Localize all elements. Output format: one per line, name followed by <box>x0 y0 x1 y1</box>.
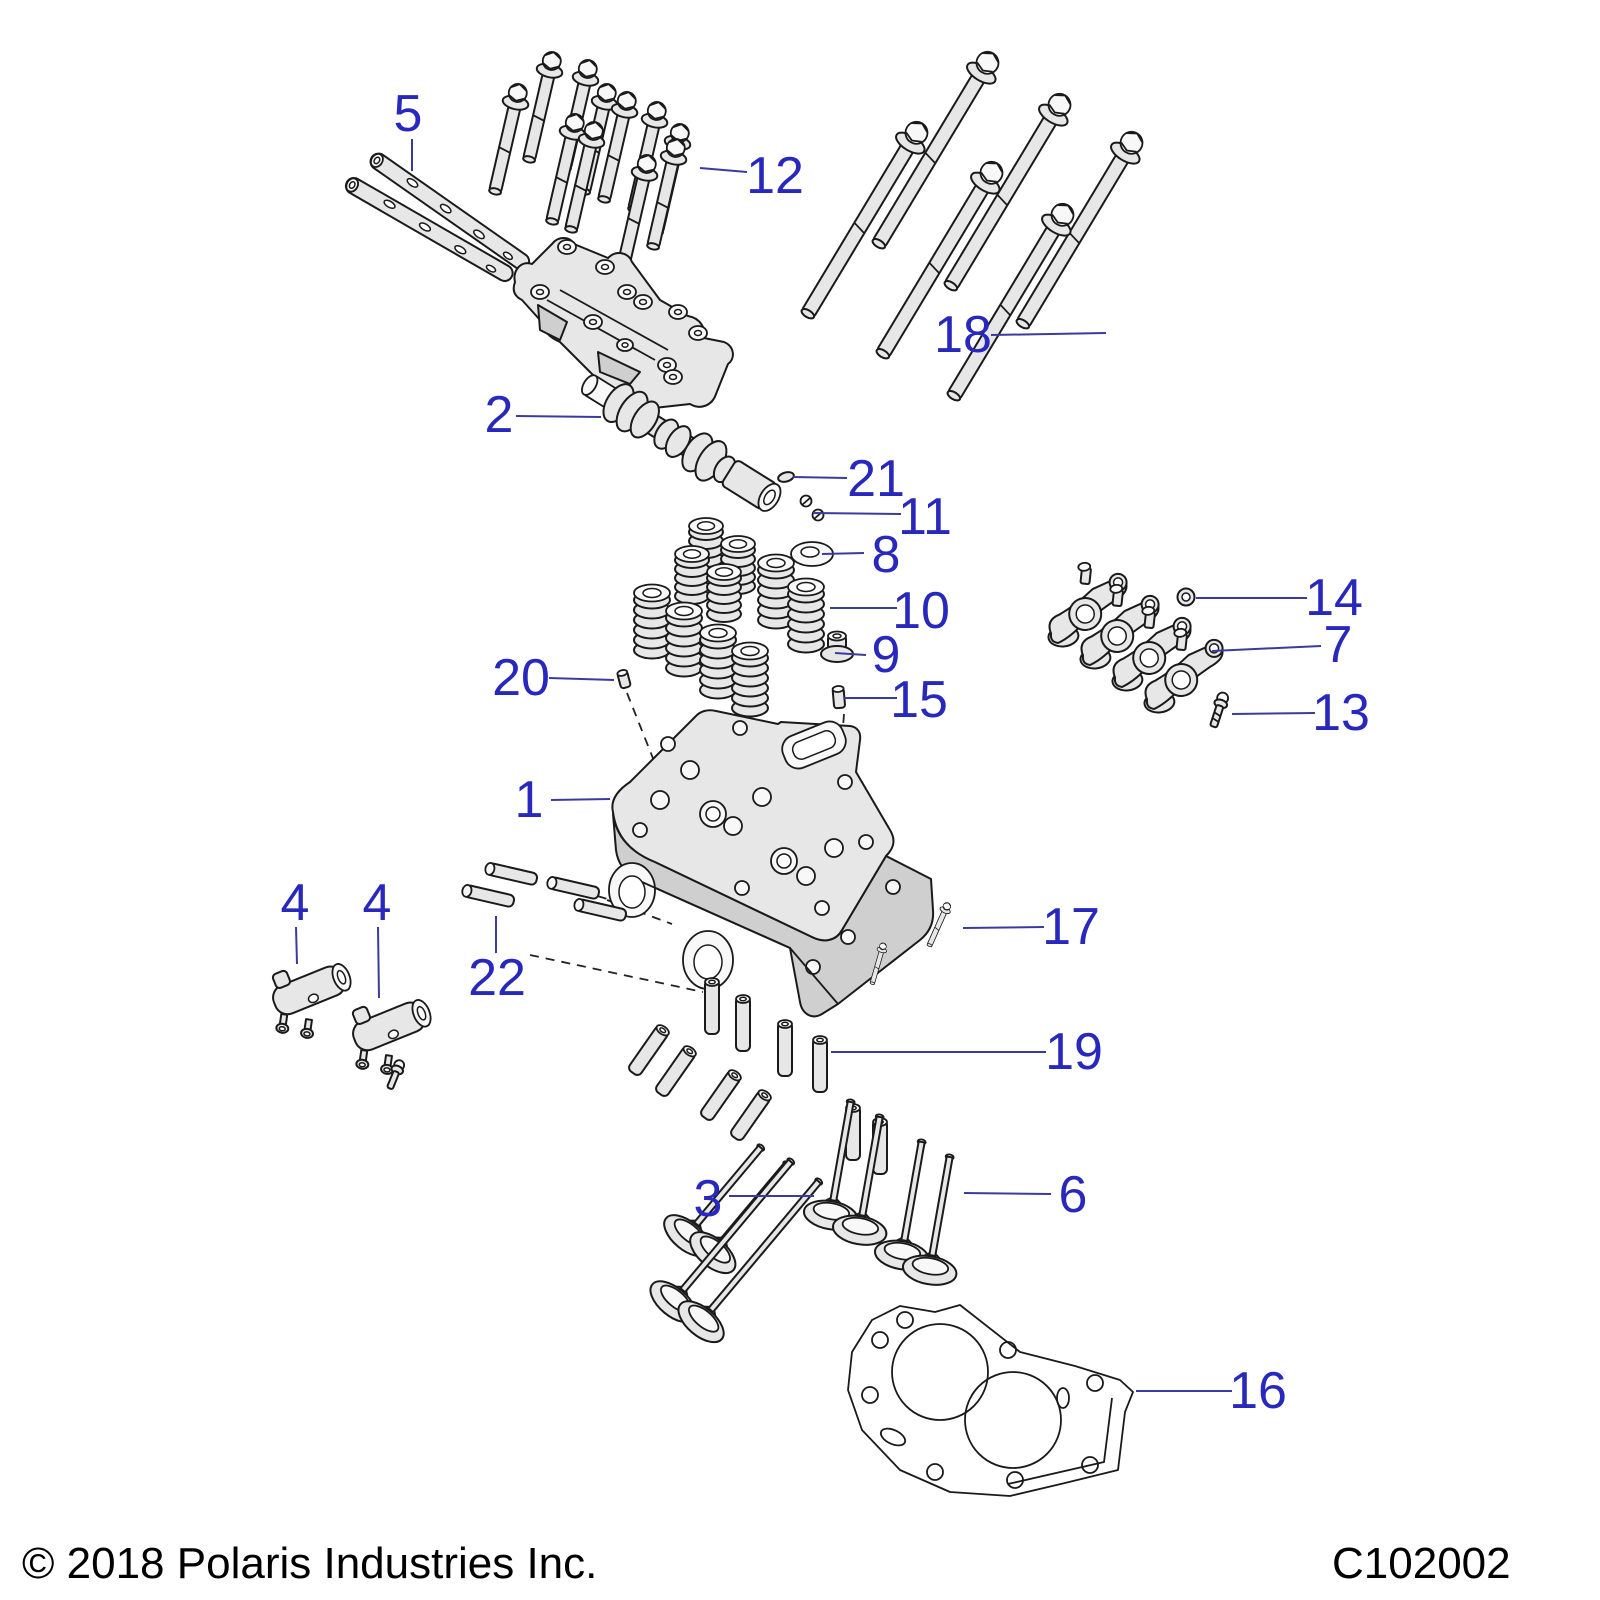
callout-15: 15 <box>890 671 948 729</box>
callout-3: 3 <box>694 1170 723 1228</box>
part-4-tappets <box>254 947 448 1090</box>
callout-10: 10 <box>892 582 950 640</box>
head-spring-pockets <box>650 760 844 886</box>
head-chain-tunnel <box>781 720 847 770</box>
callout-18: 18 <box>934 306 992 364</box>
leader-line-4 <box>295 926 298 965</box>
leader-line-2 <box>515 415 602 418</box>
part-3-valves <box>642 1127 843 1351</box>
callout-1: 1 <box>515 771 544 829</box>
gasket-bolt-holes <box>861 1311 1104 1489</box>
callout-4: 4 <box>363 874 392 932</box>
leader-line-13 <box>1231 712 1316 715</box>
part-21-pin <box>777 471 795 483</box>
leader-line-20 <box>548 677 615 681</box>
part-4-loose-screw <box>386 1059 406 1090</box>
callout-4: 4 <box>281 874 310 932</box>
callout-19: 19 <box>1045 1023 1103 1081</box>
part-13-adjuster-screw <box>1209 691 1230 729</box>
callout-14: 14 <box>1305 569 1363 627</box>
part-1-cylinder-head <box>608 709 935 1018</box>
part-6-valves <box>800 1093 978 1290</box>
part-14-adjuster-nut <box>1176 587 1196 607</box>
part-20-dowel-pin <box>616 669 632 690</box>
head-cam-bearings <box>699 800 798 875</box>
callout-20: 20 <box>492 649 550 707</box>
leader-line-6 <box>963 1192 1052 1195</box>
leader-line-17 <box>962 926 1045 929</box>
leader-line-9 <box>834 652 867 656</box>
footer-diagram-code: C102002 <box>1332 1539 1511 1588</box>
leader-line-18 <box>990 332 1107 336</box>
leader-line-12 <box>699 167 748 173</box>
leader-line-21 <box>792 476 848 479</box>
part-15-dowel <box>831 685 846 710</box>
part-11-valve-keepers <box>799 494 825 522</box>
leader-line-1 <box>550 798 611 801</box>
footer-copyright: © 2018 Polaris Industries Inc. <box>22 1539 597 1588</box>
callout-5: 5 <box>394 85 423 143</box>
callout-11: 11 <box>898 488 952 546</box>
callout-16: 16 <box>1229 1362 1287 1420</box>
part-2-camshaft <box>581 374 782 512</box>
carrier-bolt-bosses <box>530 239 708 385</box>
callout-2: 2 <box>485 386 514 444</box>
leader-line-11 <box>812 512 902 515</box>
callout-8: 8 <box>872 526 901 584</box>
head-bolt-holes <box>632 720 901 975</box>
callout-13: 13 <box>1312 684 1370 742</box>
cam-carrier <box>512 237 734 414</box>
callout-6: 6 <box>1059 1166 1088 1224</box>
callout-7: 7 <box>1324 616 1353 674</box>
callout-22: 22 <box>468 949 526 1007</box>
part-22-dowel-pins <box>460 861 629 923</box>
callout-12: 12 <box>746 147 804 205</box>
callout-9: 9 <box>872 626 901 684</box>
part-7-rocker-arms <box>1040 557 1230 715</box>
part-12-bolt-set <box>480 48 696 270</box>
part-16-head-gasket <box>847 1304 1134 1497</box>
head-intake-ports <box>608 862 734 990</box>
callout-21: 21 <box>847 450 905 508</box>
leader-line-7 <box>1211 645 1322 652</box>
part-9-valve-seal <box>820 630 854 663</box>
callout-17: 17 <box>1042 898 1100 956</box>
leader-line-8 <box>821 552 865 555</box>
leader-line-4 <box>377 926 380 999</box>
